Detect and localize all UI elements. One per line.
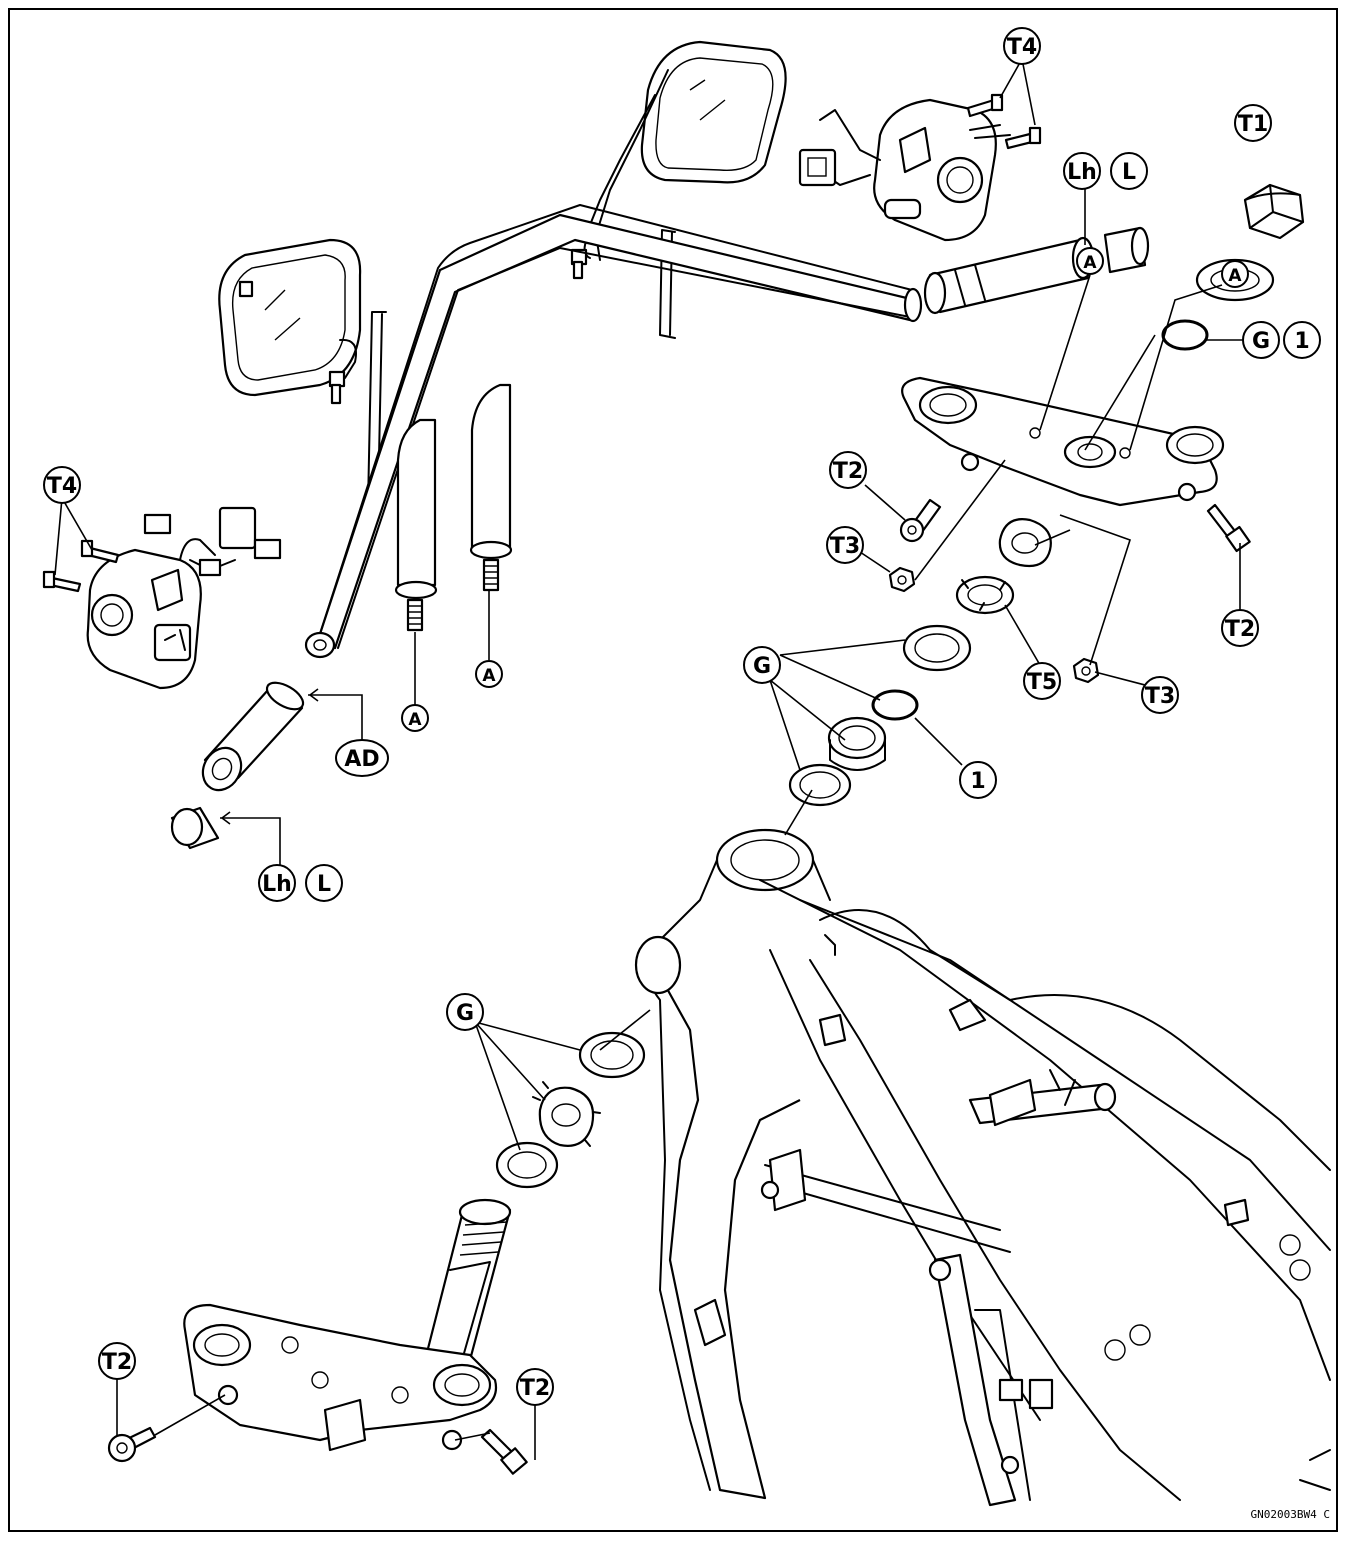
callout-t3-mid-right-text: T3 [1145, 684, 1175, 709]
left-grip [170, 681, 305, 850]
lower-bearing-set [495, 1031, 646, 1189]
right-throttle-grip [923, 226, 1150, 315]
callout-a-right-text: A [482, 666, 496, 686]
upper-bearing-set [788, 518, 1052, 807]
callout-t4-top-text: T4 [1007, 35, 1037, 60]
cable-clips [367, 229, 676, 509]
steering-stem [183, 1198, 512, 1452]
leader-lines [54, 58, 1243, 1460]
callout-t2-bottom-left-text: T2 [102, 1350, 132, 1375]
diagram-frame [8, 8, 1338, 1532]
callout-bubbles: T4 T1 Lh L G 1 A A T2 T3 T2 T5 T3 [43, 27, 1321, 1406]
screws [42, 93, 1251, 684]
callout-t5-text: T5 [1027, 670, 1057, 695]
callout-lh-top-text: Lh [1067, 160, 1097, 185]
callout-t2-mid-left-text: T2 [833, 459, 863, 484]
callout-t4-left-text: T4 [47, 474, 77, 499]
right-mirror [570, 40, 787, 280]
upper-triple-clamp [901, 376, 1225, 507]
callout-1-mid-text: 1 [970, 769, 985, 794]
right-switch-housing [798, 98, 1011, 242]
callout-l-bottom-text: L [317, 872, 331, 897]
callout-t2-bottom-right-text: T2 [520, 1376, 550, 1401]
motorcycle-frame [634, 828, 1331, 1507]
left-switch-housing [86, 506, 282, 690]
callout-a-top1-text: A [1083, 253, 1097, 273]
callout-g-mid-text: G [753, 654, 771, 679]
callout-ad-text: AD [344, 747, 379, 772]
callout-a-left-text: A [408, 710, 422, 730]
callout-g-bottom-text: G [456, 1001, 474, 1026]
callout-g-top-text: G [1252, 329, 1270, 354]
left-mirror [218, 238, 362, 405]
callout-t3-mid-left-text: T3 [830, 534, 860, 559]
figure-code: GN02003BW4 C [1251, 1508, 1330, 1521]
lower-clamp-bolts [107, 1394, 528, 1475]
callout-t2-mid-right-text: T2 [1225, 617, 1255, 642]
callout-t1-text: T1 [1238, 112, 1268, 137]
callout-t4-top [1003, 27, 1041, 65]
callout-1-top-text: 1 [1294, 329, 1309, 354]
callout-lh-bottom-text: Lh [262, 872, 292, 897]
callout-a-top2-text: A [1228, 266, 1242, 286]
callout-l-top-text: L [1122, 160, 1136, 185]
handlebar [304, 204, 923, 659]
